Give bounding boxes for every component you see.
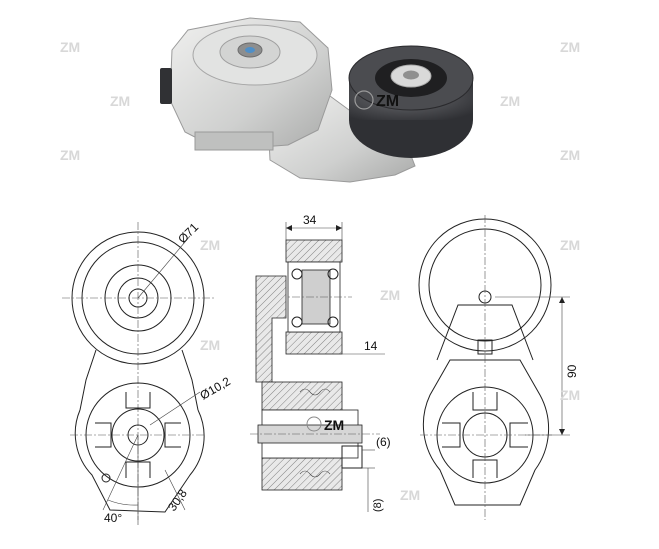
front-view-left — [62, 222, 214, 525]
label-front-pulley-diameter: Ø71 — [175, 220, 201, 246]
watermark: ZM — [560, 39, 580, 55]
watermark: ZM — [560, 387, 580, 403]
watermark: ZM — [110, 93, 130, 109]
watermark: ZM — [560, 237, 580, 253]
label-width: 34 — [303, 213, 317, 227]
photo-logo: ZM — [376, 93, 399, 110]
label-height: 90 — [565, 364, 579, 378]
label-angle: 40° — [104, 511, 122, 525]
side-view-right — [418, 215, 570, 520]
watermark: ZM — [60, 39, 80, 55]
watermark-layer: ZM ZM ZM ZM ZM ZM ZM ZM ZM ZM ZM ZM — [60, 39, 580, 503]
watermark: ZM — [500, 93, 520, 109]
watermark: ZM — [560, 147, 580, 163]
product-photo — [160, 17, 474, 183]
watermark: ZM — [200, 337, 220, 353]
label-bore-diameter: Ø10,2 — [198, 374, 234, 403]
label-offset: 30,8 — [165, 486, 190, 513]
watermark: ZM — [380, 287, 400, 303]
watermark: ZM — [60, 147, 80, 163]
section-view — [250, 222, 385, 512]
label-protrusion: (6) — [376, 435, 391, 449]
photo-logo-group: ZM ZM — [306, 90, 399, 433]
watermark: ZM — [200, 237, 220, 253]
section-logo: ZM — [324, 417, 344, 433]
label-shaft-length: (8) — [372, 499, 384, 512]
watermark: ZM — [400, 487, 420, 503]
label-step: 14 — [364, 339, 378, 353]
